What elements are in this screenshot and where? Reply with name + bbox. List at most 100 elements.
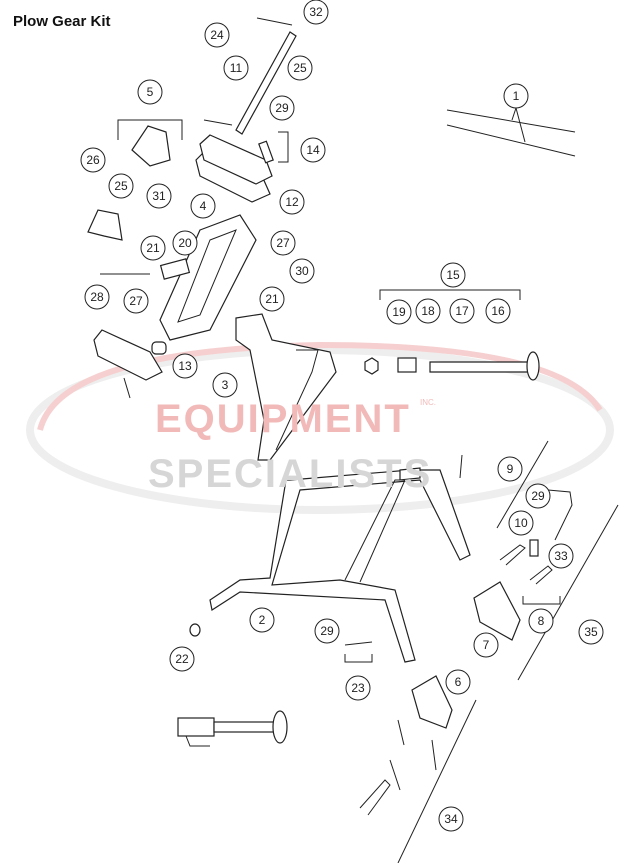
part-bracket-5 [87,119,183,241]
callout-circle [485,298,511,324]
watermark-line1: EQUIPMENT [155,397,411,441]
callout-21: 21 [259,286,285,312]
callout-circle [548,543,574,569]
watermark-logo: EQUIPMENT INC. SPECIALISTS [148,397,436,496]
callout-circle [190,193,216,219]
callout-label: 2 [259,613,266,627]
callout-4: 4 [190,193,216,219]
part-jack [177,710,288,747]
callout-8: 8 [528,608,554,634]
callout-label: 25 [293,61,307,75]
callout-circle [440,262,466,288]
callout-label: 6 [455,675,462,689]
callout-label: 29 [531,489,545,503]
callout-34: 34 [438,806,464,832]
callout-circle [146,183,172,209]
callout-15: 15 [440,262,466,288]
callout-3: 3 [212,372,238,398]
callout-2: 2 [249,607,275,633]
callout-circle [279,189,305,215]
callout-29: 29 [269,95,295,121]
callout-label: 21 [265,292,279,306]
callout-24: 24 [204,22,230,48]
callout-label: 4 [200,199,207,213]
part-mount-4 [159,214,257,341]
callout-circle [473,632,499,658]
callout-circle [303,0,329,25]
callout-circle [386,299,412,325]
callout-35: 35 [578,619,604,645]
callout-label: 10 [514,516,528,530]
callout-label: 16 [491,304,505,318]
callout-circle [80,147,106,173]
callout-label: 27 [276,236,290,250]
callout-circle [169,646,195,672]
callout-circle [204,22,230,48]
callout-label: 24 [210,28,224,42]
callout-32: 32 [303,0,329,25]
callout-28: 28 [84,284,110,310]
callout-label: 19 [392,305,406,319]
callout-label: 22 [175,652,189,666]
callout-label: 29 [320,624,334,638]
callout-label: 7 [483,638,490,652]
callout-circle [528,608,554,634]
callout-label: 14 [306,143,320,157]
callout-16: 16 [485,298,511,324]
callout-label: 17 [455,304,469,318]
callout-29: 29 [314,618,340,644]
callout-circle [137,79,163,105]
callout-circle [449,298,475,324]
callout-circle [270,230,296,256]
callout-11: 11 [223,55,249,81]
callout-label: 11 [230,61,243,75]
callout-circle [249,607,275,633]
callout-label: 15 [446,268,460,282]
callout-27: 27 [123,288,149,314]
callout-label: 5 [147,85,154,99]
callout-label: 9 [507,462,514,476]
callout-label: 12 [285,195,299,209]
callout-6: 6 [445,669,471,695]
callout-label: 32 [309,5,323,19]
callout-circle [259,286,285,312]
callout-circle [438,806,464,832]
callout-22: 22 [169,646,195,672]
callout-label: 29 [275,101,289,115]
callout-17: 17 [449,298,475,324]
callout-27: 27 [270,230,296,256]
callout-30: 30 [289,258,315,284]
callout-circle [445,669,471,695]
callout-circle [508,510,534,536]
watermark-line2: SPECIALISTS [148,452,432,496]
callout-14: 14 [300,137,326,163]
callout-1: 1 [503,83,529,109]
callout-25: 25 [287,55,313,81]
callout-circle [300,137,326,163]
callout-label: 26 [86,153,100,167]
callout-23: 23 [345,675,371,701]
callout-circle [172,353,198,379]
page-title: Plow Gear Kit [13,13,111,30]
callout-label: 30 [295,264,309,278]
callout-31: 31 [146,183,172,209]
callout-circle [415,298,441,324]
callout-12: 12 [279,189,305,215]
callout-circle [525,483,551,509]
part-pin-11 [203,17,297,135]
callout-circle [497,456,523,482]
callout-10: 10 [508,510,534,536]
callout-21: 21 [140,235,166,261]
callout-circle [345,675,371,701]
callout-label: 27 [129,294,143,308]
part-rods [446,107,576,157]
callout-circle [223,55,249,81]
callout-label: 21 [146,241,160,255]
callout-label: 18 [421,304,435,318]
callout-circle [289,258,315,284]
callout-20: 20 [172,230,198,256]
callout-circle [578,619,604,645]
watermark-suffix: INC. [420,398,436,407]
